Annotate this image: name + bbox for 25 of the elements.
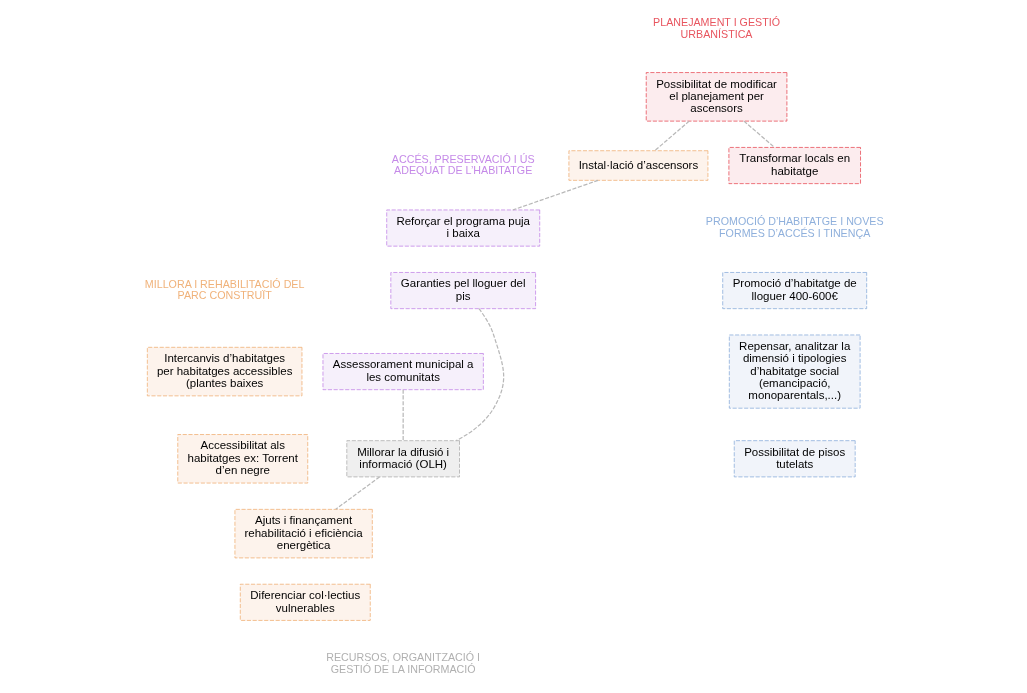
label: MILLORA I REHABILITACIÓ DEL PARC CONSTRUÏT xyxy=(144,277,304,302)
node-box: Repensar, analitzar la dimensió i tipologies d’habitatge social (emancipació, monoparentals,...) xyxy=(728,334,860,409)
node-box: Diferenciar col·lectius vulnerables xyxy=(239,583,371,621)
label: PROMOCIÓ D’HABITATGE I NOVES FORMES D’ACCÉS I TINENÇA xyxy=(705,215,884,239)
label: ACCÉS, PRESERVACIÓ I ÚS ADEQUAT DE L’HABITATGE xyxy=(391,152,535,177)
node-box: Intercanvis d’habitatges per habitatges accessibles (plantes baixes xyxy=(146,346,302,397)
node-box: Possibilitat de pisos tutelats xyxy=(733,440,856,478)
connector xyxy=(455,308,504,442)
label: RECURSOS, ORGANITZACIÓ I GESTIÓ DE LA INFORMACIÓ xyxy=(325,651,480,675)
node-box: Accessibilitat als habitatges ex: Torrent d’en negre xyxy=(176,434,308,484)
connector xyxy=(512,179,599,211)
connector xyxy=(402,389,404,442)
node-box: Reforçar el programa puja i baixa xyxy=(385,209,540,247)
connector xyxy=(334,476,380,510)
connector xyxy=(742,120,775,148)
node-box: Instal·lació d’ascensors xyxy=(568,150,708,181)
node-box: Garanties pel lloguer del pis xyxy=(389,272,536,310)
node-box: Transformar locals en habitatge xyxy=(728,147,861,185)
node-box: Millorar la difusió i informació (OLH) xyxy=(345,440,460,478)
node-box: Ajuts i finançament rehabilitació i eficiència energètica xyxy=(234,508,373,559)
node-box: Assessorament municipal a les comunitats xyxy=(322,353,484,391)
connector xyxy=(653,120,690,152)
node-box: Possibilitat de modificar el planejament per ascensors xyxy=(645,72,787,122)
label: PLANEJAMENT I GESTIÓ URBANÍSTICA xyxy=(652,16,780,40)
node-box: Promoció d’habitatge de lloguer 400-600€ xyxy=(721,272,867,310)
